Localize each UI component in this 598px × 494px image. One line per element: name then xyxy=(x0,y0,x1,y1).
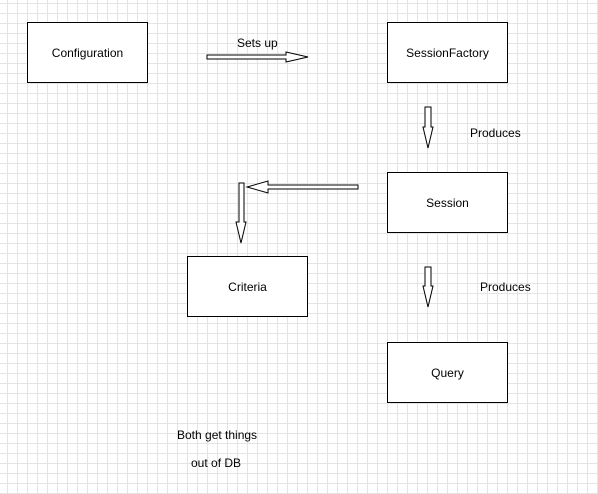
node-query-label: Query xyxy=(431,365,464,380)
node-query[interactable]: Query xyxy=(387,342,508,403)
edge-label-produces-session: Produces xyxy=(470,126,521,140)
arrow-session-to-left xyxy=(245,180,359,194)
node-configuration-label: Configuration xyxy=(51,45,124,60)
edge-label-produces-query: Produces xyxy=(480,280,531,294)
node-session-factory-label: SessionFactory xyxy=(406,45,489,60)
node-session-factory[interactable]: SessionFactory xyxy=(387,22,508,83)
note-line-1: Both get things xyxy=(177,428,258,442)
arrow-session-factory-to-session xyxy=(422,106,434,149)
node-configuration[interactable]: Configuration xyxy=(27,22,148,83)
arrow-down-to-criteria xyxy=(235,182,247,244)
node-criteria[interactable]: Criteria xyxy=(187,256,308,317)
note-line-2: out of DB xyxy=(191,456,242,470)
arrow-configuration-to-session-factory xyxy=(206,51,309,63)
node-session-label: Session xyxy=(426,195,469,210)
edge-label-sets-up: Sets up xyxy=(237,36,278,50)
node-session[interactable]: Session xyxy=(387,172,508,233)
node-criteria-label: Criteria xyxy=(228,279,267,294)
arrow-session-to-query xyxy=(422,266,434,308)
